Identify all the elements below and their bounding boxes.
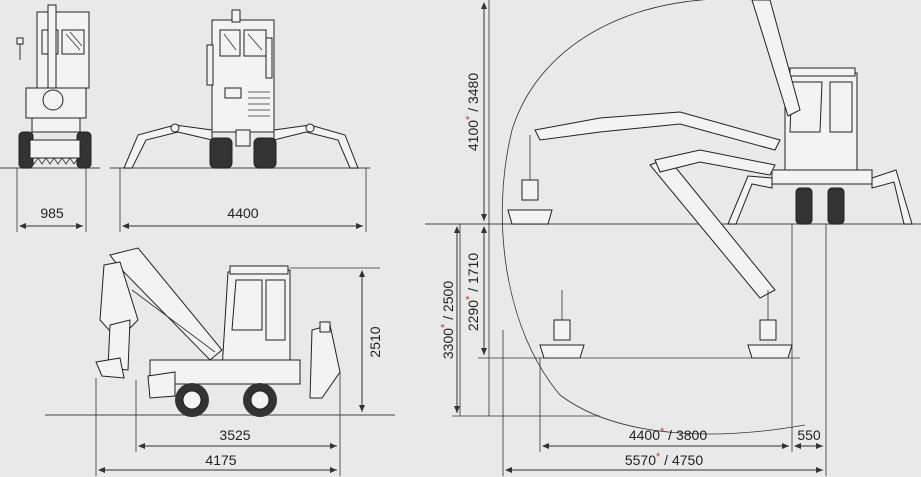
dig-depth-upper-label: 2290* / 1710 [464, 253, 481, 331]
overall-length-label: 4175 [205, 452, 236, 468]
reach-inner-label: 4400* / 3800 [629, 426, 707, 443]
front-width-label: 985 [40, 205, 64, 221]
wheelbase-length-label: 3525 [219, 427, 250, 443]
rear-width-label: 4400 [227, 205, 258, 221]
offset-label: 550 [797, 427, 821, 443]
dig-depth-lower-label: 3300* / 2500 [439, 281, 456, 359]
front-view: 985 [0, 4, 100, 232]
reach-height-label: 4100* / 3480 [464, 73, 481, 151]
side-view: 2510 3525 4175 [45, 247, 395, 476]
reach-outer-label: 5570* / 4750 [625, 451, 703, 468]
reach-view: 4100* / 3480 2290* / 1710 3300* / 2500 4… [425, 0, 921, 476]
rear-view: 4400 [110, 9, 370, 232]
side-height-label: 2510 [367, 326, 383, 357]
